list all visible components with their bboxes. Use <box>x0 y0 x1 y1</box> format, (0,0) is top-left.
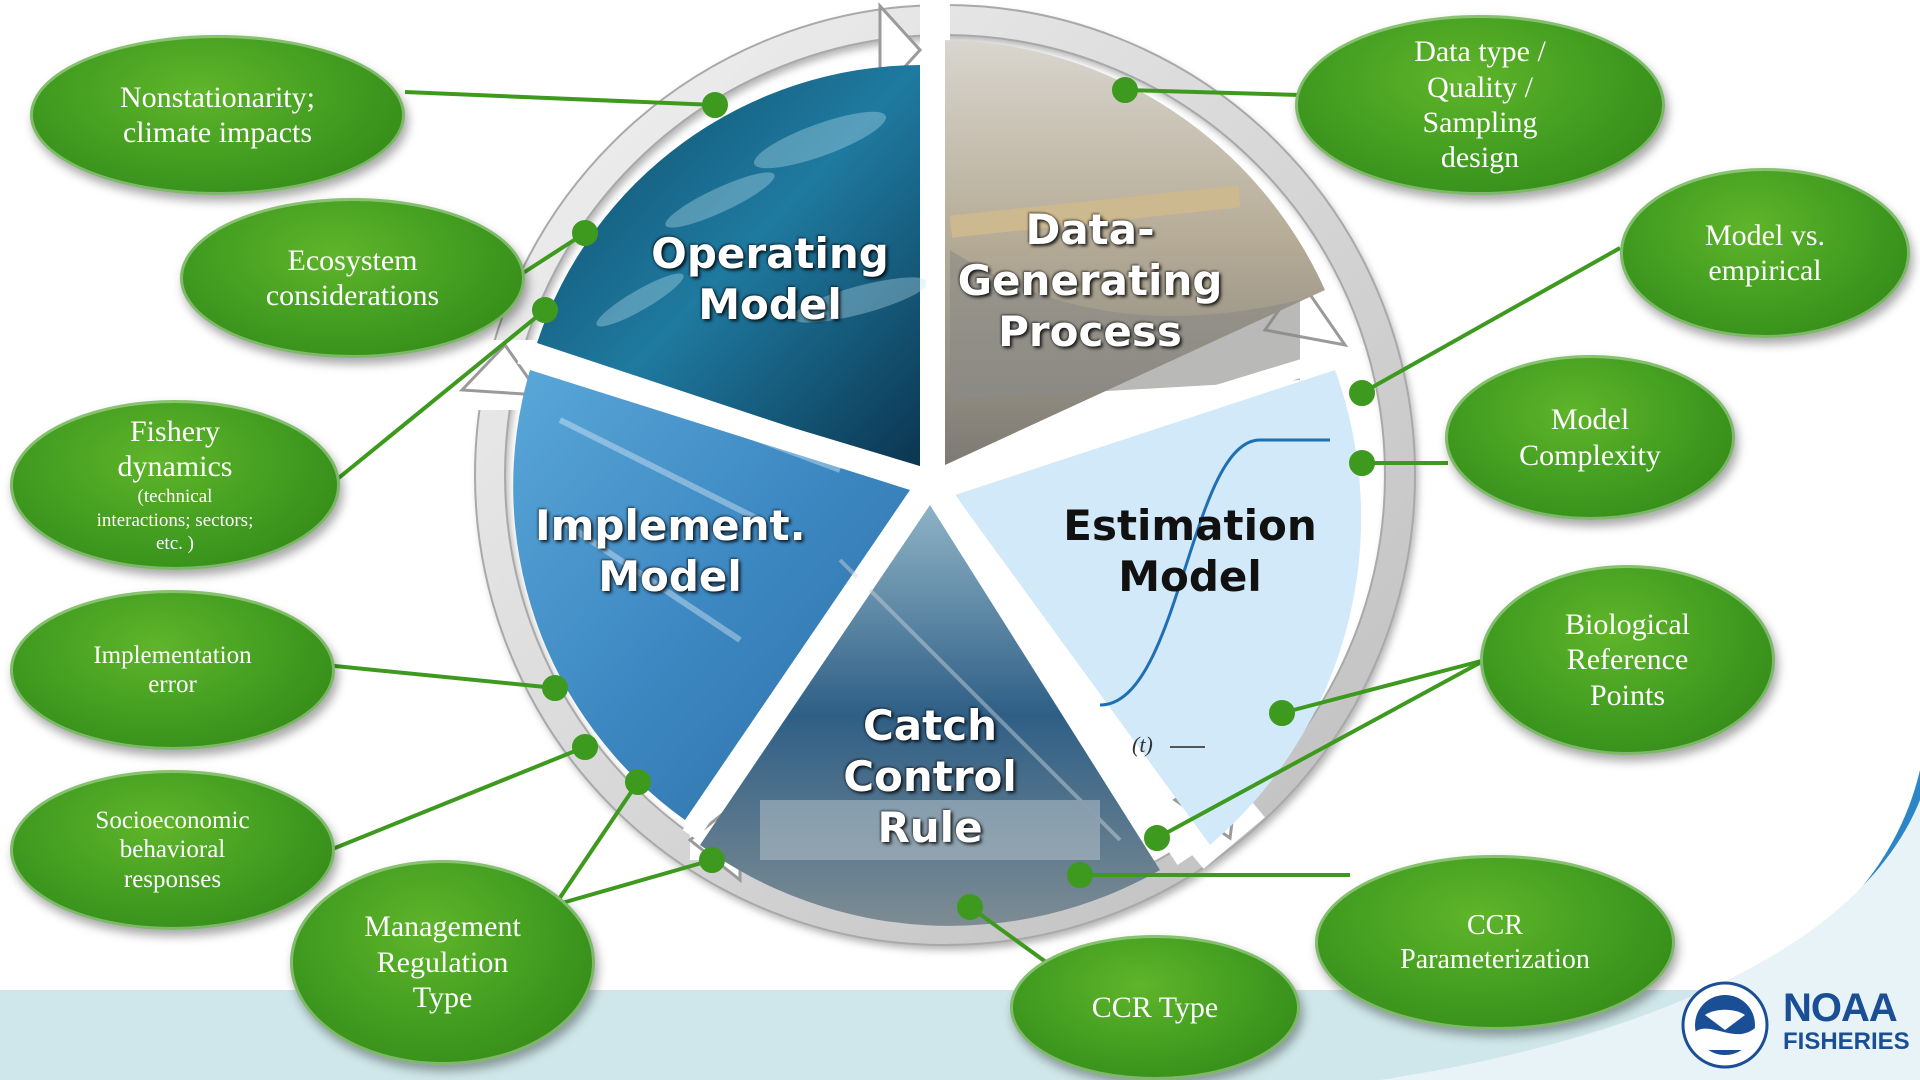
segment-estimation-model <box>955 370 1362 845</box>
estimation-curve: (t) <box>1099 438 1330 757</box>
segment-separators <box>517 30 1348 865</box>
data-ruler <box>949 185 1300 400</box>
segment-operating-model <box>537 65 920 470</box>
noaa-name: NOAA <box>1783 986 1898 1030</box>
bubble-ccr-type: CCR Type <box>1010 935 1300 1080</box>
segment-catch-control <box>700 505 1160 926</box>
axis-label-t: (t) <box>1132 732 1153 757</box>
label-implement-model: Implement.Model <box>535 501 806 602</box>
operating-fish-texture <box>596 111 928 327</box>
swoosh-light <box>1380 800 1920 1080</box>
noaa-wordmark: NOAA FISHERIES <box>1783 988 1910 1054</box>
bubble-nonstationarity: Nonstationarity;climate impacts <box>30 35 405 195</box>
noaa-fisheries: FISHERIES <box>1783 1028 1910 1055</box>
segment-implement-model <box>513 370 910 820</box>
connectors <box>324 77 1621 967</box>
catch-net-texture <box>760 558 1122 860</box>
bubble-model-vs-empirical: Model vs.empirical <box>1620 168 1910 338</box>
noaa-logo <box>1681 981 1769 1069</box>
